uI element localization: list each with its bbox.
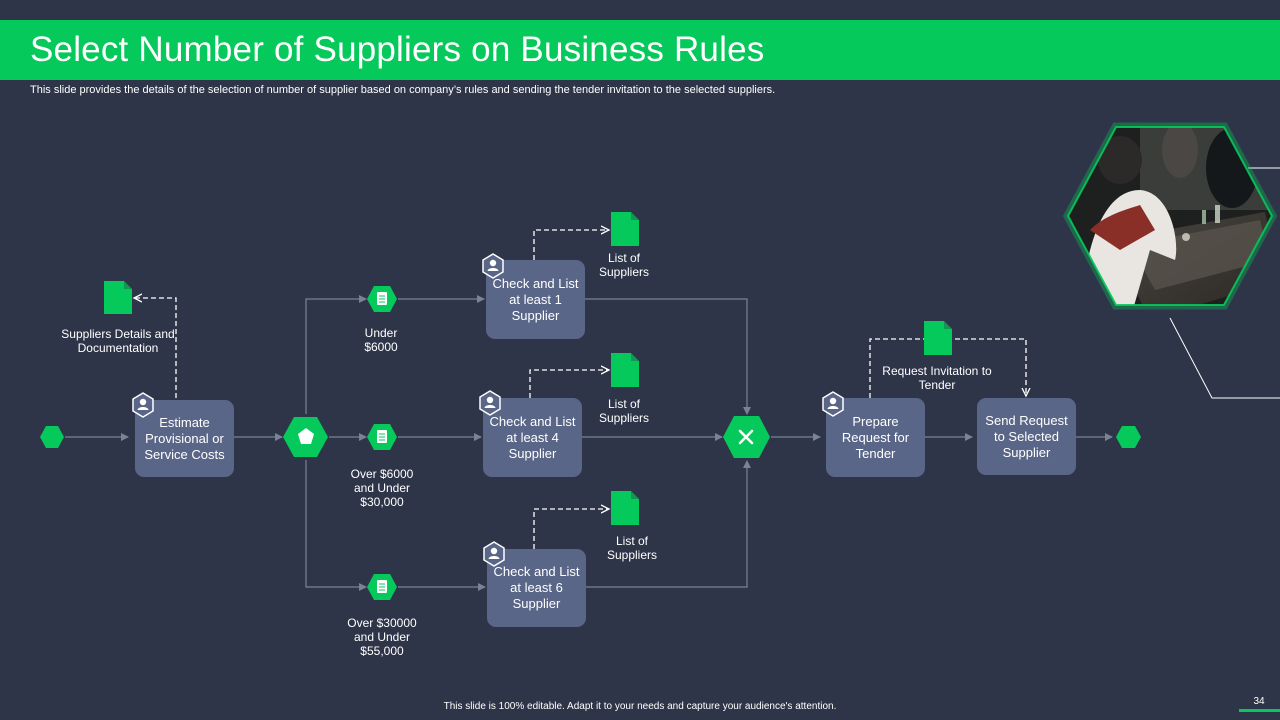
connector-check1-merge [585, 298, 751, 415]
check-4-supplier-box: Check and List at least 4 Supplier [483, 398, 582, 477]
over-6000-label: Over $6000 and Under $30,000 [350, 467, 414, 509]
end-event-hexagon [1116, 426, 1141, 448]
condition-over30000-hexagon [367, 574, 397, 600]
start-event-hexagon [40, 426, 64, 448]
dashed-check4-list [529, 370, 609, 398]
over-30000-label: Over $30000 and Under $55,000 [347, 616, 417, 658]
person-icon [483, 541, 505, 567]
list-of-suppliers-label-3: List of Suppliers [606, 534, 658, 562]
page-subtitle: This slide provides the details of the s… [30, 84, 776, 96]
dashed-check1-list [533, 230, 609, 260]
condition-over6000-hexagon [367, 424, 397, 450]
team-meeting-photo [1060, 120, 1280, 320]
condition-under6000-hexagon [367, 286, 397, 312]
person-icon [132, 392, 154, 418]
page-number: 34 [1253, 696, 1265, 707]
person-icon [479, 390, 501, 416]
dashed-estimate-details [134, 298, 177, 398]
check-6-supplier-box: Check and List at least 6 Supplier [487, 549, 586, 627]
footer-note: This slide is 100% editable. Adapt it to… [443, 701, 837, 712]
pentagon-gateway-icon [298, 428, 314, 444]
list-of-suppliers-label-1: List of Suppliers [598, 251, 650, 279]
person-icon [822, 391, 844, 417]
document-icon [104, 281, 132, 314]
page-title: Select Number of Suppliers on Business R… [30, 30, 765, 69]
under-6000-label: Under $6000 [364, 326, 398, 354]
title-bar: Select Number of Suppliers on Business R… [0, 20, 1280, 80]
dashed-check6-list [533, 509, 609, 549]
page-number-underline [1239, 709, 1280, 712]
connector-gateway-over30000 [305, 460, 367, 591]
list-of-suppliers-label-2: List of Suppliers [598, 397, 650, 425]
prepare-request-box: Prepare Request for Tender [826, 398, 925, 477]
send-request-box: Send Request to Selected Supplier [977, 398, 1076, 475]
person-icon [482, 253, 504, 279]
connector-check6-merge [586, 460, 751, 588]
x-gateway-icon [738, 429, 754, 445]
document-icon [924, 321, 952, 355]
document-icon [611, 353, 639, 387]
connector-gateway-under6000 [305, 295, 367, 414]
document-icon [611, 212, 639, 246]
document-icon [611, 491, 639, 525]
request-invitation-label: Request Invitation to Tender [882, 364, 992, 392]
estimate-costs-box: Estimate Provisional or Service Costs [135, 400, 234, 477]
suppliers-details-label: Suppliers Details and Documentation [61, 327, 175, 355]
